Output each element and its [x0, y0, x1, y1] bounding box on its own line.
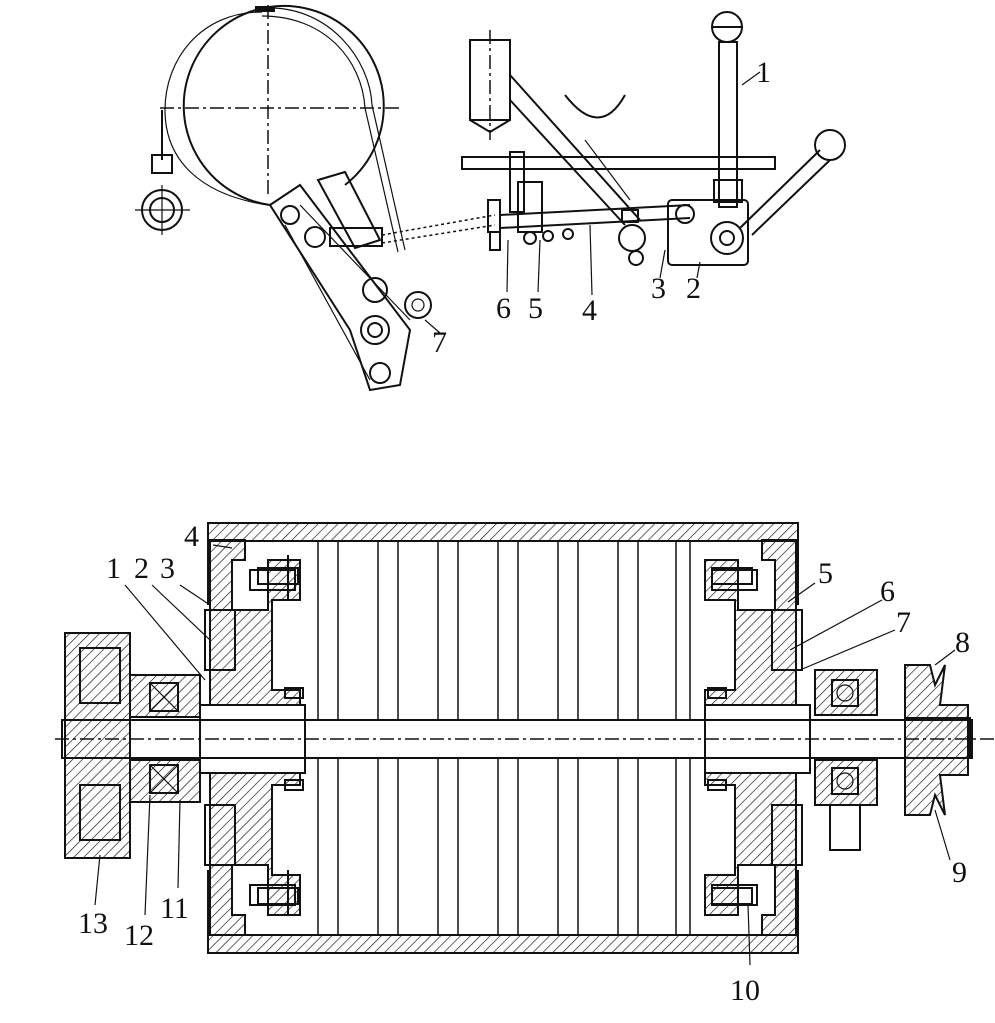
bolts	[258, 568, 752, 904]
hand-lever-1	[712, 12, 742, 207]
right-hub	[705, 540, 802, 935]
top-label-1: 1	[756, 56, 771, 89]
top-label-7: 7	[432, 326, 447, 359]
bottom-label-9: 9	[952, 856, 967, 889]
right-bearing	[815, 670, 877, 850]
left-pulley	[135, 110, 190, 235]
guide-rail	[462, 152, 775, 232]
top-label-3: 3	[651, 272, 666, 305]
bottom-label-13: 13	[78, 907, 108, 940]
hand-lever-angled	[740, 130, 845, 235]
lever-4	[500, 205, 690, 265]
bottom-label-6: 6	[880, 575, 895, 608]
bottom-label-10: 10	[730, 974, 760, 1007]
pivot-box-2	[668, 200, 748, 265]
left-hub	[205, 540, 300, 935]
upper-bracket	[470, 30, 640, 225]
right-pulley-8	[905, 665, 970, 815]
bottom-label-11: 11	[160, 892, 189, 925]
bottom-label-7: 7	[896, 606, 911, 639]
top-label-4: 4	[582, 294, 597, 327]
brake-drum	[160, 5, 405, 252]
bottom-label-5: 5	[818, 557, 833, 590]
top-label-5: 5	[528, 292, 543, 325]
bottom-figure: 4 1 2 3 5 6 7 8 9 10 11 12 13	[55, 520, 995, 1007]
bottom-label-12: 12	[124, 919, 154, 952]
bottom-label-4: 4	[184, 520, 199, 553]
swing-arm	[270, 172, 431, 390]
bottom-label-2: 2	[134, 552, 149, 585]
top-label-2: 2	[686, 272, 701, 305]
bottom-label-3: 3	[160, 552, 175, 585]
top-label-6: 6	[496, 292, 511, 325]
roller-ribs	[318, 541, 690, 935]
top-figure: 1 2 3 4 5 6 7	[135, 5, 845, 390]
bottom-label-1: 1	[106, 552, 121, 585]
left-pulley-13	[65, 633, 130, 858]
bottom-label-8: 8	[955, 626, 970, 659]
